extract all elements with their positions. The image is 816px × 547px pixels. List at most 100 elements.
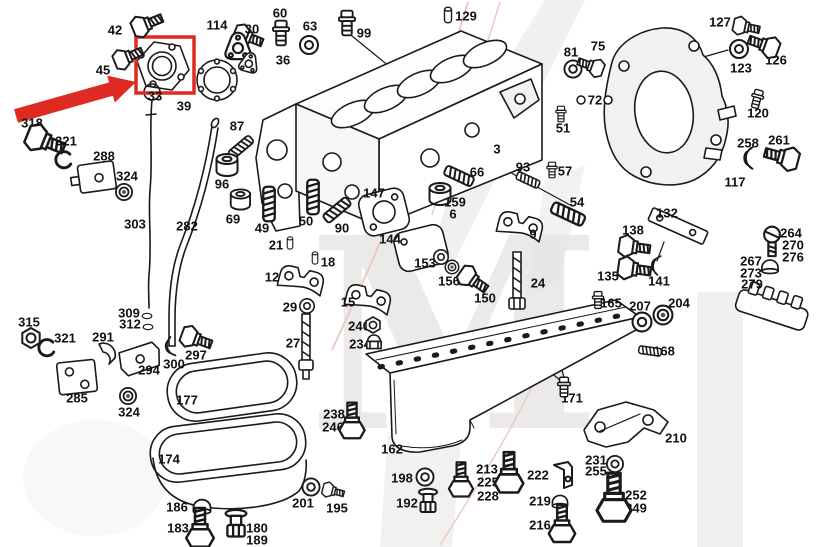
part-label-30: 30 xyxy=(244,21,260,37)
part-label-156: 156 xyxy=(438,273,460,289)
washer-icon xyxy=(299,35,319,55)
plug-icon xyxy=(271,19,291,47)
part-label-9: 9 xyxy=(529,226,537,242)
part-label-192: 192 xyxy=(396,495,418,511)
end-plate-117 xyxy=(603,27,737,186)
part-label-144: 144 xyxy=(379,231,401,247)
part-label-201: 201 xyxy=(292,495,314,511)
part-label-291: 291 xyxy=(92,329,114,345)
part-label-261: 261 xyxy=(768,132,790,148)
part-label-72: 72 xyxy=(587,92,603,108)
part-label-150: 150 xyxy=(474,290,496,306)
bearing-cap-12 xyxy=(276,265,325,297)
grommet-icon xyxy=(119,387,137,405)
plug-icon xyxy=(556,376,572,398)
washer-icon xyxy=(606,455,624,473)
part-label-189: 189 xyxy=(246,532,268,547)
clamp-291 xyxy=(98,342,117,365)
part-label-198: 198 xyxy=(391,470,413,486)
oval-icon xyxy=(142,323,154,331)
bolt-icon xyxy=(129,13,165,39)
part-label-15: 15 xyxy=(340,294,356,310)
bolt-icon xyxy=(595,471,633,523)
mountc-icon xyxy=(229,188,251,211)
part-label-99: 99 xyxy=(356,25,372,41)
part-label-264: 264 xyxy=(780,225,802,241)
bolt-icon xyxy=(338,401,366,440)
part-label-234: 234 xyxy=(349,336,371,352)
part-label-6: 6 xyxy=(449,206,457,222)
part-label-312: 312 xyxy=(119,316,141,332)
grommet-icon xyxy=(444,259,460,275)
part-label-210: 210 xyxy=(665,430,687,446)
bearing-cap-15 xyxy=(343,284,392,316)
part-label-93: 93 xyxy=(515,159,531,175)
part-label-231: 231 xyxy=(585,452,607,468)
plug-icon xyxy=(591,290,605,310)
part-label-33: 33 xyxy=(147,88,163,104)
part-label-216: 216 xyxy=(529,517,551,533)
part-label-123: 123 xyxy=(730,60,752,76)
part-label-36: 36 xyxy=(275,52,291,68)
bolt-icon xyxy=(447,461,475,498)
drain-icon xyxy=(418,487,438,513)
stud-24 xyxy=(508,251,526,310)
highlight-arrow xyxy=(14,75,137,123)
part-label-21: 21 xyxy=(268,237,284,253)
clip-icon xyxy=(164,336,177,357)
part-label-69: 69 xyxy=(225,211,241,227)
part-label-24: 24 xyxy=(530,275,546,291)
bolt-icon xyxy=(178,324,214,350)
part-label-51: 51 xyxy=(555,120,571,136)
bracket-288 xyxy=(69,160,118,194)
stud-icon xyxy=(306,178,320,216)
part-label-276: 276 xyxy=(782,249,804,265)
part-label-285: 285 xyxy=(66,390,88,406)
plug-icon xyxy=(555,105,567,123)
part-label-129: 129 xyxy=(455,8,477,24)
part-label-45: 45 xyxy=(95,62,111,78)
tri-icon xyxy=(237,51,258,74)
pin-icon xyxy=(443,6,453,24)
part-label-300: 300 xyxy=(163,356,185,372)
bolt-icon xyxy=(731,15,761,36)
bracket-294 xyxy=(118,341,161,377)
part-label-135: 135 xyxy=(597,268,619,284)
part-label-96: 96 xyxy=(214,176,230,192)
part-label-117: 117 xyxy=(724,174,746,190)
mounting-flange-33 xyxy=(136,41,190,91)
part-label-165: 165 xyxy=(600,295,622,311)
part-label-90: 90 xyxy=(334,220,350,236)
gasket-147 xyxy=(357,187,411,237)
pin-icon xyxy=(286,236,294,250)
cable-holder-comb xyxy=(734,281,809,331)
lockw-icon xyxy=(54,150,73,170)
part-label-288: 288 xyxy=(93,148,115,164)
part-label-174: 174 xyxy=(158,451,180,467)
part-label-66: 66 xyxy=(469,164,485,180)
part-label-225: 225 xyxy=(477,474,499,490)
part-label-222: 222 xyxy=(527,467,549,483)
part-label-49: 49 xyxy=(254,220,270,236)
pin-icon xyxy=(311,251,319,265)
part-label-315: 315 xyxy=(18,314,40,330)
part-label-147: 147 xyxy=(363,185,385,201)
stud-icon xyxy=(443,165,475,187)
oil-pan-upper-162 xyxy=(365,299,641,453)
part-label-27: 27 xyxy=(285,335,301,351)
part-label-153: 153 xyxy=(414,255,436,271)
part-label-207: 207 xyxy=(629,298,651,314)
part-label-252: 252 xyxy=(625,487,647,503)
part-label-228: 228 xyxy=(477,488,499,504)
washer-icon xyxy=(301,477,321,497)
highlight-box xyxy=(134,35,196,95)
part-label-39: 39 xyxy=(176,98,192,114)
cap-icon xyxy=(761,259,779,275)
drain-icon xyxy=(224,508,248,538)
part-label-238: 238 xyxy=(323,406,345,422)
part-label-63: 63 xyxy=(302,18,318,34)
part-label-270: 270 xyxy=(782,237,804,253)
part-label-180: 180 xyxy=(246,520,268,536)
nut-icon xyxy=(21,327,41,349)
